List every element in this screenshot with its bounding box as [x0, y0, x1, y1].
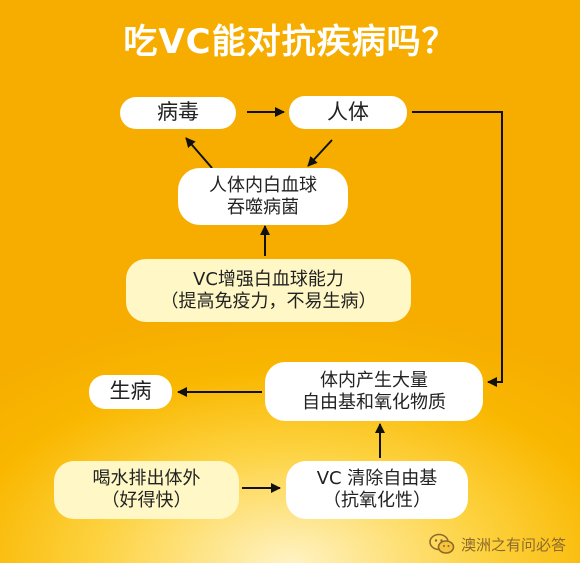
arrow-wbc-to-body [307, 139, 333, 167]
water-line-1: 喝水排出体外 [92, 468, 201, 490]
page-title: 吃VC能对抗疾病吗？ [123, 22, 457, 62]
sick-box: 生病 [89, 375, 172, 409]
vc-clear-line-1: VC 清除自由基 [316, 468, 438, 490]
water-box: 喝水排出体外 （好得快） [54, 461, 239, 519]
vc-boost-line-2: （提高免疫力，不易生病） [160, 290, 377, 312]
wbc-line-2: 吞噬病菌 [227, 196, 299, 218]
vc-boost-line-1: VC增强白血球能力 [193, 268, 344, 290]
human-body-box: 人体 [289, 96, 407, 129]
arrow-body-to-free-radicals [412, 111, 503, 387]
sick-label: 生病 [109, 379, 152, 404]
watermark-text: 澳洲之有问必答 [460, 535, 566, 554]
white-blood-cell-box: 人体内白血球 吞噬病菌 [178, 168, 348, 225]
vc-boost-box: VC增强白血球能力 （提高免疫力，不易生病） [126, 259, 411, 322]
free-radicals-line-1: 体内产生大量 [320, 369, 428, 391]
wbc-line-1: 人体内白血球 [209, 174, 317, 196]
vc-clear-box: VC 清除自由基 （抗氧化性） [286, 461, 468, 519]
water-line-2: （好得快） [101, 490, 192, 511]
human-body-label: 人体 [327, 99, 369, 124]
virus-label: 病毒 [157, 100, 199, 125]
vc-clear-line-2: （抗氧化性） [323, 490, 431, 511]
wechat-icon [429, 533, 455, 554]
watermark: 澳洲之有问必答 [429, 533, 566, 555]
free-radicals-line-2: 自由基和氧化物质 [302, 391, 446, 413]
arrow-wbc-to-virus [185, 137, 213, 169]
free-radicals-box: 体内产生大量 自由基和氧化物质 [265, 362, 483, 421]
virus-box: 病毒 [120, 97, 236, 129]
